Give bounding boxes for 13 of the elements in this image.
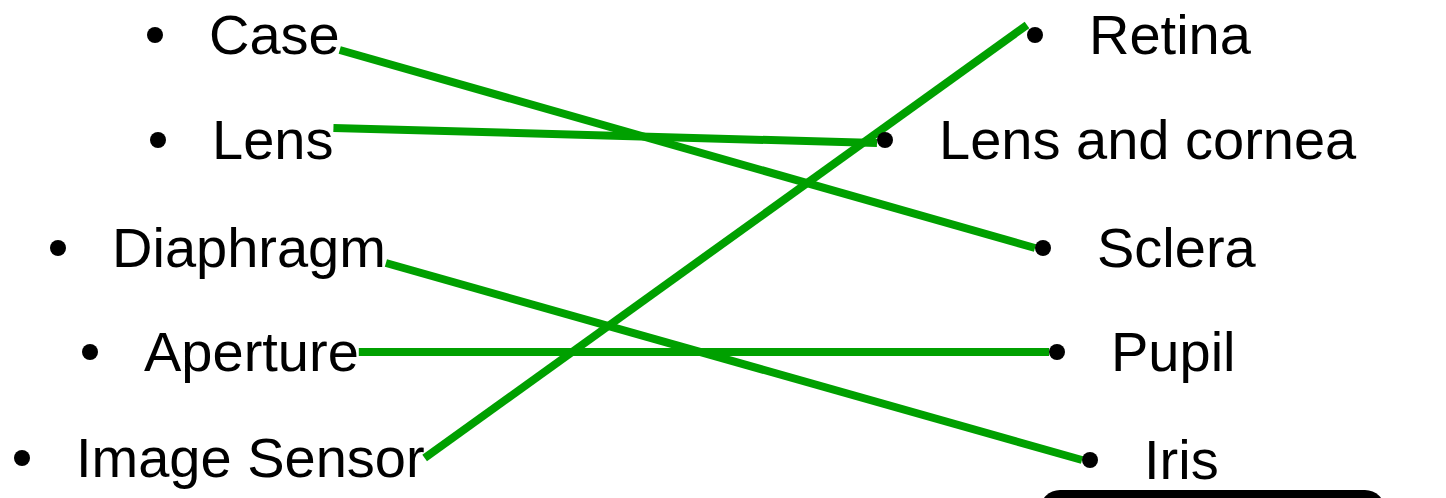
item-label: Pupil (1111, 319, 1236, 385)
item-label: Iris (1144, 427, 1219, 493)
item-label: Image Sensor (76, 425, 425, 491)
item-label: Aperture (144, 319, 359, 385)
item-label: Diaphragm (112, 215, 386, 281)
item-label: Lens and cornea (939, 107, 1357, 173)
item-label: Lens (212, 107, 334, 173)
item-label: Case (209, 2, 340, 68)
item-label: Retina (1089, 2, 1251, 68)
item-label: Sclera (1097, 215, 1256, 281)
connector-line (384, 259, 1084, 464)
connector-line (422, 21, 1030, 462)
connector-line (338, 46, 1037, 252)
